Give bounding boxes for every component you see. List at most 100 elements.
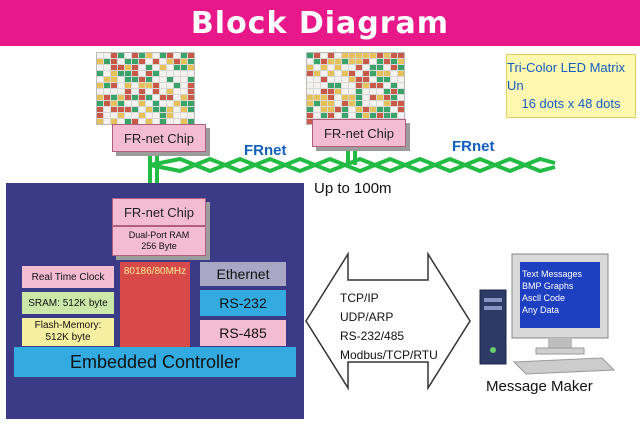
sram: SRAM: 512K byte: [22, 292, 114, 314]
led-dot: [335, 65, 341, 70]
rs232-port: RS-232: [200, 290, 286, 316]
led-dot: [356, 53, 362, 58]
led-dot: [174, 95, 180, 100]
led-dot: [174, 89, 180, 94]
led-dot: [342, 113, 348, 118]
led-dot: [167, 59, 173, 64]
led-dot: [139, 59, 145, 64]
led-dot: [132, 71, 138, 76]
led-dot: [118, 95, 124, 100]
led-dot: [363, 95, 369, 100]
led-dot: [328, 101, 334, 106]
led-dot: [328, 53, 334, 58]
title-bar: Block Diagram: [0, 0, 640, 46]
led-dot: [139, 101, 145, 106]
led-dot: [160, 113, 166, 118]
controller-fr-net-chip-label: FR-net Chip: [123, 204, 195, 220]
double-arrow-icon: [305, 251, 471, 391]
led-dot: [160, 77, 166, 82]
led-dot: [139, 65, 145, 70]
led-dot: [167, 71, 173, 76]
led-dot: [342, 53, 348, 58]
led-dot: [132, 59, 138, 64]
led-dot: [384, 59, 390, 64]
led-dot: [307, 89, 313, 94]
led-dot: [391, 77, 397, 82]
led-dot: [118, 89, 124, 94]
led-dot: [104, 65, 110, 70]
rs485-port: RS-485: [200, 320, 286, 346]
led-dot: [363, 113, 369, 118]
led-dot: [377, 53, 383, 58]
led-dot: [370, 59, 376, 64]
frnet-label-right: FRnet: [452, 138, 495, 155]
led-dot: [188, 101, 194, 106]
led-dot: [349, 65, 355, 70]
led-dot: [146, 71, 152, 76]
led-dot: [153, 59, 159, 64]
fr-net-chip-left: FR-net Chip: [112, 124, 206, 152]
led-dot: [335, 101, 341, 106]
led-dot: [97, 89, 103, 94]
led-dot: [363, 83, 369, 88]
led-dot: [104, 59, 110, 64]
led-dot: [111, 101, 117, 106]
led-dot: [125, 53, 131, 58]
led-dot: [314, 95, 320, 100]
led-dot: [104, 89, 110, 94]
led-dot: [174, 71, 180, 76]
flash-line-2: 512K byte: [45, 332, 91, 343]
led-dot: [321, 77, 327, 82]
led-dot: [314, 89, 320, 94]
led-dot: [314, 77, 320, 82]
led-dot: [167, 119, 173, 124]
led-dot: [398, 95, 404, 100]
led-dot: [307, 53, 313, 58]
led-dot: [321, 101, 327, 106]
embedded-controller-label: Embedded Controller: [69, 351, 241, 372]
led-dot: [398, 89, 404, 94]
led-dot: [174, 77, 180, 82]
led-dot: [132, 107, 138, 112]
led-dot: [104, 83, 110, 88]
led-dot: [356, 95, 362, 100]
led-dot: [377, 59, 383, 64]
led-dot: [167, 77, 173, 82]
led-dot: [321, 89, 327, 94]
led-dot: [335, 113, 341, 118]
led-dot: [370, 89, 376, 94]
led-dot: [167, 89, 173, 94]
led-dot: [356, 107, 362, 112]
cpu-label: 80186/80MHz: [123, 266, 187, 277]
led-dot: [370, 77, 376, 82]
led-dot: [314, 59, 320, 64]
led-dot: [398, 83, 404, 88]
led-dot: [97, 107, 103, 112]
led-dot: [174, 101, 180, 106]
led-dot: [181, 83, 187, 88]
led-dot: [118, 53, 124, 58]
led-dot: [167, 83, 173, 88]
led-dot: [188, 77, 194, 82]
led-dot: [370, 107, 376, 112]
led-dot: [160, 59, 166, 64]
led-dot: [139, 77, 145, 82]
led-dot: [153, 53, 159, 58]
led-dot: [384, 83, 390, 88]
led-dot: [181, 53, 187, 58]
led-dot: [398, 53, 404, 58]
led-dot: [328, 113, 334, 118]
ram-line-2: 256 Byte: [141, 241, 177, 251]
led-dot: [384, 107, 390, 112]
led-dot: [139, 71, 145, 76]
led-dot: [307, 95, 313, 100]
led-dot: [104, 71, 110, 76]
led-dot: [314, 53, 320, 58]
led-dot: [363, 77, 369, 82]
led-dot: [167, 53, 173, 58]
led-dot: [181, 113, 187, 118]
protocol-item: RS-232/485: [340, 329, 405, 343]
led-dot: [125, 119, 131, 124]
cpu-block: 80186/80MHz: [120, 262, 190, 348]
led-dot: [335, 107, 341, 112]
